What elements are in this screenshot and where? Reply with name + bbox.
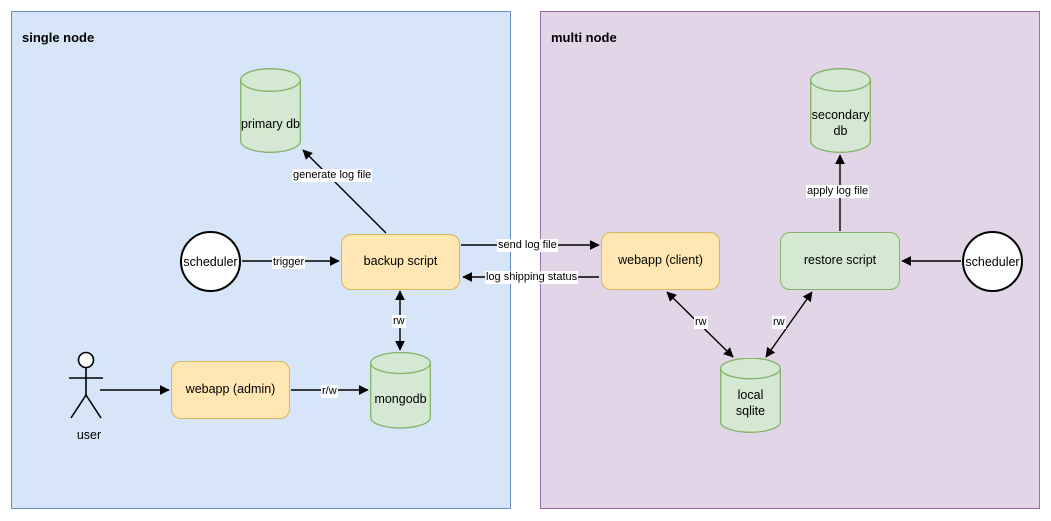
- edge-label-restore-sqlite-rw: rw: [772, 316, 786, 329]
- cylinder-shape: [370, 352, 431, 429]
- process-backup-script[interactable]: backup script: [341, 234, 460, 290]
- process-webapp-admin[interactable]: webapp (admin): [171, 361, 290, 419]
- edge-label-log-shipping-status: log shipping status: [485, 271, 579, 284]
- process-webapp-client[interactable]: webapp (client): [601, 232, 720, 290]
- actor-user[interactable]: [58, 350, 120, 425]
- edge-label-generate-log-file: generate log file: [292, 169, 373, 182]
- process-webapp-client-label: webapp (client): [618, 253, 703, 268]
- edge-label-client-sqlite-rw: rw: [694, 316, 708, 329]
- db-mongodb[interactable]: mongodb: [370, 352, 431, 429]
- actor-scheduler-right-label: scheduler: [965, 254, 1020, 269]
- actor-scheduler-right[interactable]: scheduler: [962, 231, 1023, 292]
- stick-figure-icon: [69, 351, 103, 419]
- cylinder-shape: [810, 68, 871, 153]
- actor-scheduler-left[interactable]: scheduler: [180, 231, 241, 292]
- edge-label-admin-mongodb-rw: r/w: [321, 385, 338, 398]
- edge-label-send-log-file: send log file: [497, 239, 558, 252]
- actor-user-label: user: [76, 428, 102, 442]
- edge-label-backup-mongodb-rw: rw: [392, 315, 406, 328]
- panel-multi-node-title: multi node: [551, 30, 617, 45]
- process-restore-script-label: restore script: [803, 253, 877, 268]
- process-backup-script-label: backup script: [363, 254, 438, 269]
- actor-scheduler-left-label: scheduler: [183, 254, 238, 269]
- cylinder-shape: [240, 68, 301, 153]
- edge-label-apply-log-file: apply log file: [806, 185, 870, 198]
- edge-label-trigger: trigger: [272, 256, 306, 269]
- process-restore-script[interactable]: restore script: [780, 232, 900, 290]
- process-webapp-admin-label: webapp (admin): [185, 382, 276, 397]
- cylinder-shape: [720, 358, 781, 433]
- db-primary[interactable]: primary db: [240, 68, 301, 153]
- panel-single-node-title: single node: [22, 30, 95, 45]
